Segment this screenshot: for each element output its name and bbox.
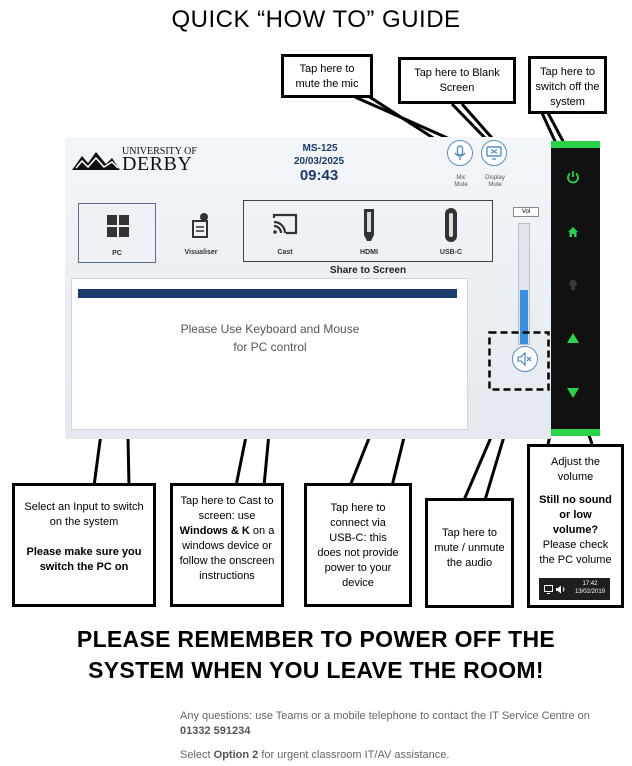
display-mute-label: Display Mute [480, 175, 510, 189]
footer-option: Select Option 2 for urgent classroom IT/… [180, 748, 449, 763]
mic-mute-label: Mic Mute [446, 175, 476, 189]
callout-cast-text-1: Tap here to Cast to screen: use [180, 495, 274, 522]
callout-no-sound-text: Still no sound or low volume? [539, 494, 612, 536]
display-label-line2: Mute [488, 182, 502, 188]
usbc-icon [445, 208, 457, 242]
volume-label: Vol [513, 207, 539, 217]
visualiser-icon [192, 213, 208, 238]
display-mute-button[interactable] [481, 140, 507, 166]
logo-university-of: UNIVERSITY OF [122, 146, 197, 157]
reminder-line2: SYSTEM WHEN YOU LEAVE THE ROOM! [88, 657, 544, 683]
content-header-bar [78, 289, 457, 298]
volume-down-icon[interactable] [567, 388, 579, 398]
callout-cast: Tap here to Cast to screen: use Windows … [170, 483, 284, 607]
input-label-usbc: USB-C [439, 249, 463, 256]
footer-phone-number: 01332 591234 [180, 725, 251, 737]
input-pc[interactable]: PC [78, 203, 156, 263]
footer-contact: Any questions: use Teams or a mobile tel… [180, 709, 620, 739]
home-icon[interactable] [567, 226, 579, 238]
display-mute-icon [486, 146, 502, 160]
input-label-hdmi: HDMI [360, 249, 378, 256]
date-display: 20/03/2025 [293, 156, 345, 167]
footer-option-number: Option 2 [213, 749, 259, 761]
side-control-bar [551, 141, 600, 436]
speaker-mute-icon [517, 351, 532, 367]
callout-power-text: Tap here to switch off the system [535, 66, 600, 108]
share-to-screen-label: Share to Screen [329, 265, 407, 276]
callout-power: Tap here to switch off the system [528, 56, 607, 114]
callout-blank-screen-text: Tap here to Blank Screen [414, 67, 500, 94]
audio-mute-button[interactable] [512, 346, 538, 372]
mute-highlight-box [488, 331, 550, 391]
university-logo: UNIVERSITY OF DERBY [72, 146, 202, 175]
callout-mute-audio: Tap here to mute / unmute the audio [425, 498, 514, 608]
reminder-line1: PLEASE REMEMBER TO POWER OFF THE [76, 626, 556, 652]
input-usbc[interactable]: USB-C [412, 203, 490, 263]
content-area [71, 278, 468, 430]
mic-mute-button[interactable] [447, 140, 473, 166]
callout-cast-text-2: on a windows device or follow the onscre… [179, 525, 275, 582]
callout-check-volume-text: Please check the PC volume [539, 539, 612, 566]
callout-mute-mic: Tap here to mute the mic [281, 54, 373, 98]
mic-label-line1: Mic [456, 175, 466, 181]
time-display: 09:43 [299, 167, 339, 184]
callout-select-input: Select an Input to switch on the system … [12, 483, 156, 607]
blank-connector [450, 102, 489, 142]
callout-blank-screen: Tap here to Blank Screen [398, 57, 516, 104]
lightbulb-icon[interactable] [568, 279, 578, 291]
callout-mute-mic-text: Tap here to mute the mic [295, 63, 359, 90]
footer-option-description: for urgent classroom IT/AV assistance. [261, 749, 450, 761]
windows-icon [107, 215, 129, 237]
callout-switch-pc-text: Please make sure you switch the PC on [26, 546, 142, 573]
pc-taskbar-thumbnail: 17:42 13/02/2019 [539, 578, 610, 600]
footer-select-text: Select [180, 749, 211, 761]
volume-up-icon[interactable] [567, 333, 579, 343]
share-to-screen-group [243, 200, 493, 262]
content-message-line1: Please Use Keyboard and Mouse [180, 322, 360, 336]
logo-derby: DERBY [122, 153, 193, 175]
display-label-line1: Display [485, 175, 505, 181]
callout-usbc: Tap here to connect via USB-C: this does… [304, 483, 412, 607]
taskbar-time: 17:42 [582, 581, 598, 587]
content-message: Please Use Keyboard and Mouse for PC con… [130, 320, 410, 356]
input-cast[interactable]: Cast [246, 203, 324, 263]
input-hdmi[interactable]: HDMI [330, 203, 408, 263]
callout-mute-audio-text: Tap here to mute / unmute the audio [434, 527, 505, 569]
room-name: MS-125 [302, 143, 338, 154]
taskbar-clock: 17:42 13/02/2019 [575, 580, 605, 596]
callout-cast-shortcut: Windows & K [179, 525, 250, 537]
speaker-icon [556, 585, 565, 594]
callout-volume-text: Adjust the volume [551, 456, 600, 483]
content-message-line2: for PC control [233, 340, 307, 354]
mic-label-line2: Mute [454, 182, 468, 188]
input-label-pc: PC [112, 250, 122, 257]
input-visualiser[interactable]: Visualiser [162, 203, 240, 263]
cast-icon [272, 213, 298, 235]
blank-connector-2 [460, 103, 494, 139]
input-label-cast: Cast [277, 249, 293, 256]
power-icon[interactable] [566, 170, 580, 184]
guide-title: QUICK “HOW TO” GUIDE [171, 6, 461, 33]
input-label-visualiser: Visualiser [184, 249, 218, 256]
callout-usbc-text: Tap here to connect via USB-C: this does… [317, 502, 399, 589]
taskbar-date: 13/02/2019 [574, 589, 605, 595]
network-icon [544, 585, 553, 594]
volume-level-fill [520, 290, 528, 344]
power-off-reminder: PLEASE REMEMBER TO POWER OFF THE SYSTEM … [0, 624, 632, 686]
footer-contact-text: Any questions: use Teams or a mobile tel… [180, 710, 590, 722]
callout-select-input-text: Select an Input to switch on the system [24, 501, 144, 528]
mountains-icon [72, 152, 120, 170]
microphone-icon [454, 145, 466, 160]
hdmi-icon [364, 209, 374, 241]
